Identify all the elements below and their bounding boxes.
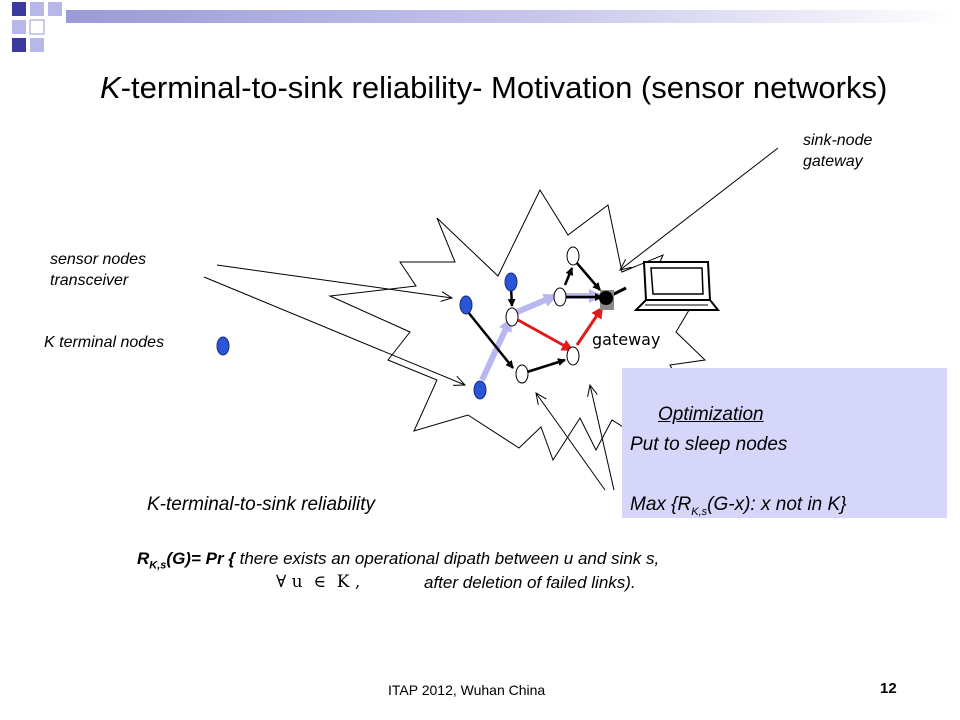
pointer-opt-1 xyxy=(536,393,606,491)
deco-square xyxy=(30,2,44,16)
edge xyxy=(575,261,601,291)
deco-square xyxy=(12,2,26,16)
deco-square xyxy=(48,2,62,16)
red-arrow xyxy=(575,306,604,346)
header-bar xyxy=(66,10,956,23)
pointer-sensor xyxy=(216,264,452,298)
highlight-arrow xyxy=(479,317,513,382)
edge xyxy=(526,358,566,374)
pointer-sink xyxy=(620,147,779,270)
deco-square xyxy=(12,20,26,34)
opt-max-rest: (G-x): x not in K} xyxy=(707,494,847,515)
formula-r: R xyxy=(137,549,150,568)
edge xyxy=(467,311,514,369)
sensor-nodes-text: sensor nodes xyxy=(50,251,147,268)
k-terminal-nodes-label: K terminal nodes xyxy=(44,334,165,351)
optimization-title: Optimization xyxy=(658,404,764,425)
gateway-node xyxy=(599,291,613,305)
title-rest: -terminal-to-sink reliability- Motivatio… xyxy=(120,70,888,105)
k-terminal-node xyxy=(504,272,518,292)
formula-pr: (G)= Pr { xyxy=(166,549,235,568)
laptop-icon xyxy=(633,261,721,311)
formula-line: RK,s(G)= Pr { there exists an operationa… xyxy=(137,549,659,571)
pointer-transceiver xyxy=(203,276,465,385)
sensor-node xyxy=(553,287,567,307)
red-arrow xyxy=(517,318,574,352)
k-terminal-node-legend xyxy=(216,336,230,356)
reliability-heading: K-terminal-to-sink reliability xyxy=(147,494,376,515)
opt-max-r: Max {R xyxy=(630,494,692,515)
transceiver-text: transceiver xyxy=(50,272,129,289)
footer-text: ITAP 2012, Wuhan China xyxy=(388,682,546,698)
title-italic-k: K xyxy=(100,70,121,105)
sensor-node xyxy=(566,346,580,366)
slide-title: K-terminal-to-sink reliability- Motivati… xyxy=(100,70,887,106)
sink-node-text: sink-node xyxy=(803,132,873,149)
deco-square xyxy=(29,19,45,35)
pointer-opt-2 xyxy=(590,385,615,491)
sensor-nodes-label: sensor nodes transceiver xyxy=(50,249,146,291)
deco-square xyxy=(12,38,26,52)
header-decoration xyxy=(12,2,956,52)
forall-expression: ∀ u ∈ K , xyxy=(276,572,361,592)
highlight-arrow xyxy=(515,293,558,315)
formula-line2: after deletion of failed links). xyxy=(424,573,636,592)
optimization-line2: Max {RK,s(G-x): x not in K} xyxy=(630,494,847,518)
network-boundary xyxy=(328,188,707,462)
edge xyxy=(563,267,574,286)
optimization-line1: Put to sleep nodes xyxy=(630,434,788,455)
k-terminal-node xyxy=(473,380,487,400)
sensor-node xyxy=(515,364,529,384)
formula-body: there exists an operational dipath betwe… xyxy=(234,549,660,568)
sink-node-label: sink-node gateway xyxy=(803,130,872,172)
opt-subscript: K,s xyxy=(691,505,708,518)
k-terminal-node xyxy=(459,295,473,315)
deco-square xyxy=(30,38,44,52)
optimization-box xyxy=(622,368,947,518)
formula-subscript: K,s xyxy=(149,559,167,572)
page-number: 12 xyxy=(880,680,897,697)
sensor-node xyxy=(566,246,580,266)
sink-gateway-text: gateway xyxy=(803,153,863,170)
gateway-label: gateway xyxy=(592,330,661,349)
sensor-node xyxy=(505,307,519,327)
